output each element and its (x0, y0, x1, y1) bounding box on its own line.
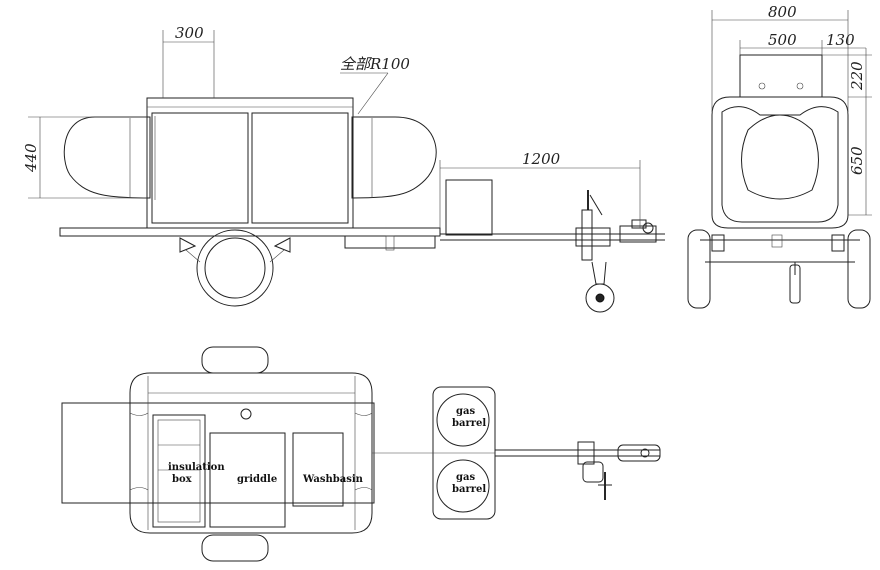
dim-front-body-height: 650 (848, 146, 866, 175)
insulation-box-label-2: box (172, 474, 193, 485)
top-hitch (577, 441, 661, 500)
top-wheel-lower (201, 534, 269, 562)
side-door-left (151, 112, 249, 224)
side-gas-box (445, 179, 493, 236)
top-drain-hole (240, 408, 252, 420)
insulation-box-label-1: insulation (168, 462, 225, 473)
front-body (711, 96, 849, 229)
dim-side-drawbar-length: 1200 (522, 150, 561, 168)
side-jockey-wheel (575, 190, 615, 313)
side-chassis (59, 227, 441, 237)
side-wheel (196, 229, 274, 307)
front-top-box (739, 54, 823, 98)
side-view: 300 全部R100 440 1200 (22, 24, 665, 313)
gas-barrel-bottom (436, 459, 490, 513)
front-wheel-right (847, 229, 871, 309)
gas-barrel-top-label-2: barrel (452, 418, 486, 429)
front-wheel-left (687, 229, 711, 309)
dim-front-inner-width: 500 (768, 31, 797, 49)
side-door-right (251, 112, 349, 224)
top-frame (61, 402, 375, 504)
washbasin (292, 432, 344, 507)
side-hitch (619, 219, 657, 243)
griddle (209, 432, 286, 528)
gas-barrel-top (436, 393, 490, 447)
insulation-box (152, 414, 206, 528)
top-wheel-upper (201, 346, 269, 374)
side-main-box (146, 97, 354, 229)
top-view: insulation box griddle Washbasin gas bar… (61, 346, 661, 562)
dim-side-radius-note: 全部R100 (340, 55, 410, 73)
gas-barrel-bottom-label-2: barrel (452, 484, 486, 495)
dim-front-top-height: 220 (848, 61, 866, 91)
griddle-label: griddle (237, 474, 277, 485)
side-left-pontoon (63, 116, 151, 199)
dim-front-total-width: 800 (768, 3, 797, 21)
side-right-pontoon (351, 116, 437, 199)
gas-barrel-top-label-1: gas (456, 406, 475, 417)
dim-side-height: 440 (22, 143, 40, 173)
washbasin-label: Washbasin (302, 474, 364, 485)
dim-front-side-width: 130 (826, 31, 855, 49)
front-view: 800 500 130 220 650 (687, 3, 872, 309)
dim-side-top-width: 300 (175, 24, 204, 42)
top-body (129, 372, 373, 534)
front-tank (741, 114, 819, 200)
gas-barrel-bottom-label-1: gas (456, 472, 475, 483)
